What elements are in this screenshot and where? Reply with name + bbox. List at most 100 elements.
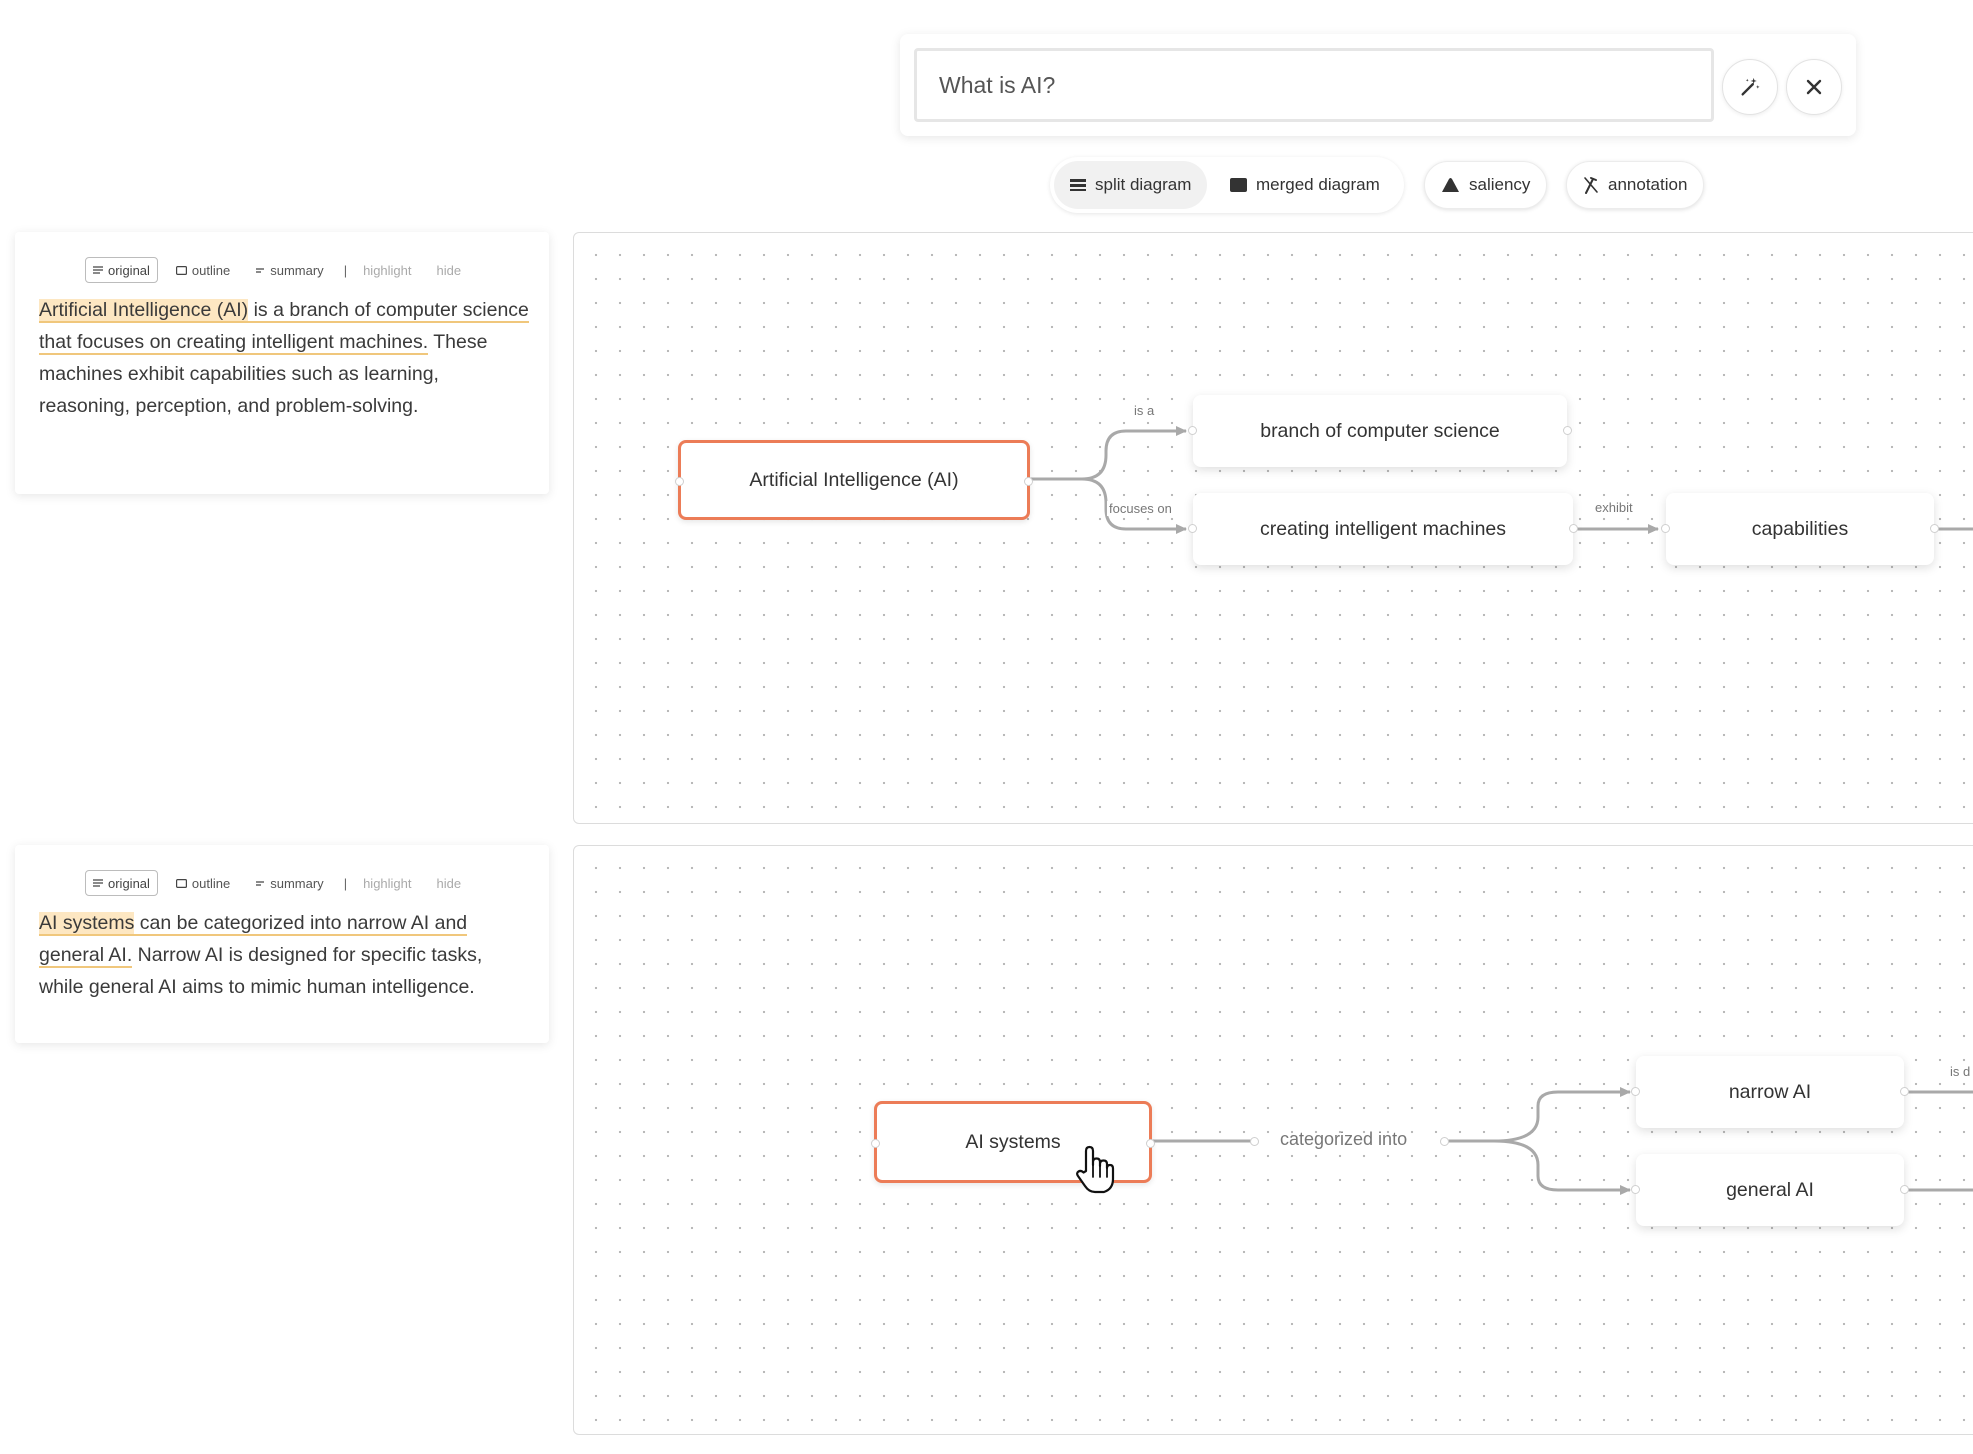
node-handle[interactable] (1631, 1185, 1640, 1194)
tab-summary[interactable]: summary (248, 871, 330, 895)
panel-tabs: original outline summary | highlight hid… (85, 870, 479, 896)
diagram-1-edges (1026, 426, 1973, 534)
text-panel-2: original outline summary | highlight hid… (15, 845, 549, 1043)
underline-segment[interactable]: can be categorized into narrow AI and ge… (39, 912, 468, 968)
edge-relation-to-narrow (1446, 1087, 1631, 1143)
node-handle[interactable] (1900, 1087, 1909, 1096)
edge-is-a (1026, 426, 1187, 481)
summary-icon (256, 268, 265, 273)
relation-handle[interactable] (1250, 1137, 1259, 1146)
lines-icon (93, 266, 103, 274)
split-diagram-icon (1070, 179, 1086, 191)
underline-segment[interactable]: is a branch of computer science (248, 299, 529, 323)
plain-segment: Narrow AI is designed for specific tasks… (39, 944, 483, 998)
tab-highlight[interactable]: highlight (356, 258, 418, 282)
outline-icon (175, 878, 187, 888)
node-label: narrow AI (1728, 1080, 1812, 1103)
query-input[interactable] (914, 48, 1714, 122)
saliency-icon (1442, 178, 1459, 192)
tab-highlight-label: highlight (363, 875, 412, 891)
text-panel-1: original outline summary | highlight hid… (15, 232, 549, 494)
merged-diagram-button[interactable]: merged diagram (1214, 161, 1396, 209)
tab-original-label: original (108, 262, 150, 278)
node-label: creating intelligent machines (1259, 517, 1507, 540)
tab-summary[interactable]: summary (248, 258, 330, 282)
diagram-canvas-2[interactable]: categorized into is d AI systems narrow … (573, 845, 1973, 1435)
edge-relation-to-general (1446, 1139, 1631, 1195)
edge-label-exhibit: exhibit (1593, 500, 1635, 515)
tab-highlight[interactable]: highlight (356, 871, 418, 895)
node-artificial-intelligence[interactable]: Artificial Intelligence (AI) (675, 440, 1033, 520)
node-handle[interactable] (1188, 426, 1197, 435)
tab-hide-label: hide (436, 262, 462, 278)
highlight-segment[interactable]: Artificial Intelligence (AI) (39, 299, 249, 323)
edge-label-cut: is d (1948, 1064, 1973, 1079)
tab-original-label: original (108, 875, 150, 891)
node-narrow-ai[interactable]: narrow AI (1631, 1056, 1909, 1128)
passage-text: Artificial Intelligence (AI) is a branch… (39, 294, 529, 422)
node-label: Artificial Intelligence (AI) (749, 468, 959, 491)
tab-outline[interactable]: outline (169, 258, 237, 282)
node-handle[interactable] (1930, 524, 1939, 533)
tab-outline-label: outline (191, 875, 231, 891)
node-handle[interactable] (871, 1139, 880, 1148)
annotation-label: annotation (1608, 175, 1688, 194)
node-branch-of-computer-science[interactable]: branch of computer science (1188, 395, 1572, 467)
node-label: branch of computer science (1260, 419, 1500, 442)
relation-handle[interactable] (1440, 1137, 1449, 1146)
diagram-canvas-1[interactable]: is a focuses on exhibit Artificial Intel… (573, 232, 1973, 824)
node-handle[interactable] (1569, 524, 1578, 533)
tab-original[interactable]: original (85, 870, 158, 896)
node-handle[interactable] (675, 477, 684, 486)
query-bar (900, 34, 1856, 136)
node-handle[interactable] (1188, 524, 1197, 533)
node-handle[interactable] (1563, 426, 1572, 435)
annotation-icon (1584, 177, 1598, 194)
saliency-label: saliency (1469, 175, 1531, 194)
plain-segment: These machines exhibit capabilities such… (39, 331, 488, 417)
outline-icon (175, 265, 187, 275)
node-handle[interactable] (1024, 477, 1033, 486)
edge-label-is-a: is a (1132, 403, 1157, 418)
tab-separator: | (343, 262, 348, 278)
tab-summary-label: summary (270, 262, 324, 278)
node-handle[interactable] (1146, 1139, 1155, 1148)
lines-icon (93, 879, 103, 887)
edge-label-focuses-on: focuses on (1107, 501, 1174, 516)
close-button[interactable] (1786, 59, 1842, 115)
tab-summary-label: summary (270, 875, 324, 891)
node-label: capabilities (1751, 517, 1849, 540)
magic-wand-button[interactable] (1722, 59, 1778, 115)
node-label: AI systems (965, 1130, 1061, 1153)
passage-text: AI systems can be categorized into narro… (39, 907, 529, 1003)
tab-separator: | (343, 875, 348, 891)
node-handle[interactable] (1631, 1087, 1640, 1096)
node-label: general AI (1726, 1178, 1814, 1201)
node-capabilities[interactable]: capabilities (1661, 493, 1939, 565)
merged-diagram-icon (1230, 178, 1247, 192)
magic-wand-icon (1741, 77, 1760, 96)
node-handle[interactable] (1900, 1185, 1909, 1194)
panel-tabs: original outline summary | highlight hid… (85, 257, 479, 283)
hand-cursor-icon (1076, 1145, 1115, 1194)
node-general-ai[interactable]: general AI (1631, 1154, 1909, 1226)
node-creating-intelligent-machines[interactable]: creating intelligent machines (1188, 493, 1578, 565)
summary-icon (256, 881, 265, 886)
saliency-button[interactable]: saliency (1424, 161, 1548, 209)
edge-focuses-on (1026, 477, 1187, 534)
underline-segment[interactable]: that focuses on creating intelligent mac… (39, 331, 429, 355)
relation-categorized-into[interactable]: categorized into (1280, 1129, 1408, 1149)
tab-hide[interactable]: hide (430, 258, 469, 282)
highlight-segment[interactable]: AI systems (39, 912, 135, 936)
tab-hide[interactable]: hide (430, 871, 469, 895)
tab-highlight-label: highlight (363, 262, 412, 278)
tab-original[interactable]: original (85, 257, 158, 283)
split-diagram-button[interactable]: split diagram (1054, 161, 1208, 209)
node-handle[interactable] (1661, 524, 1670, 533)
annotation-button[interactable]: annotation (1566, 161, 1705, 209)
tab-outline[interactable]: outline (169, 871, 237, 895)
close-icon (1806, 79, 1822, 95)
merged-diagram-label: merged diagram (1256, 175, 1380, 194)
split-diagram-label: split diagram (1095, 175, 1192, 194)
tab-hide-label: hide (436, 875, 462, 891)
